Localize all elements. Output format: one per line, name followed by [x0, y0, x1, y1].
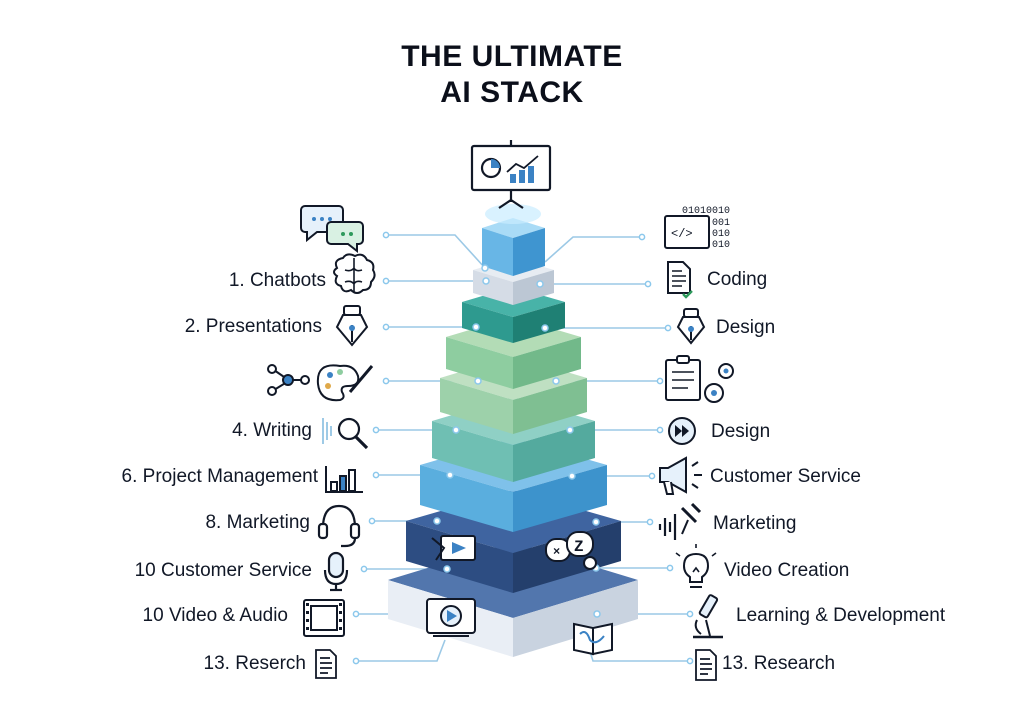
network-palette-icon: [267, 364, 374, 402]
microphone-icon: [323, 551, 349, 592]
label-writing: 4. Writing: [232, 420, 312, 441]
megaphone-icon: [659, 456, 702, 495]
tier-1: [482, 218, 545, 276]
label-video-audio: 10 Video & Audio: [142, 605, 288, 626]
svg-text:</>: </>: [671, 227, 693, 241]
headset-icon: [317, 504, 361, 548]
binary-text-3: 010: [712, 229, 730, 240]
label-coding: Coding: [707, 269, 768, 290]
pen-nib-icon: [335, 305, 369, 347]
label-video-creation: Video Creation: [724, 560, 850, 581]
label-research-left: 13. Reserch: [203, 653, 306, 674]
label-customer-service-right: Customer Service: [710, 466, 861, 487]
binary-text-4: 010: [712, 240, 730, 251]
title-line-2: AI STACK: [440, 76, 584, 109]
pen-nib-icon-right: [676, 308, 706, 345]
binary-code-icon: </> 01010010 001 010 010: [664, 206, 730, 251]
presentation-board-icon: [470, 140, 552, 209]
film-strip-icon: [303, 599, 345, 637]
label-marketing: 8. Marketing: [205, 512, 310, 533]
label-marketing-right: Marketing: [713, 513, 797, 534]
bar-chart-icon: [325, 466, 363, 493]
title-line-1: THE ULTIMATE: [401, 40, 623, 73]
label-research-right: 13. Research: [722, 653, 836, 674]
label-chatbots: 1. Chatbots: [228, 270, 326, 291]
label-design-1: Design: [716, 317, 776, 338]
connector-nodes: [352, 231, 694, 665]
svg-text:×: ×: [553, 545, 560, 559]
label-project-management: 6. Project Management: [121, 466, 318, 487]
sleep-chat-icon: × Z: [545, 531, 597, 570]
svg-text:Z: Z: [574, 538, 584, 556]
lightbulb-icon: [675, 544, 717, 588]
play-screen-icon: [426, 598, 476, 637]
file-icon: [667, 261, 693, 299]
label-design-2: Design: [711, 421, 771, 442]
label-customer-service: 10 Customer Service: [134, 560, 312, 581]
label-presentations: 2. Presentations: [184, 316, 322, 337]
binary-text-2: 001: [712, 218, 730, 229]
video-clip-icon: [431, 535, 476, 561]
chat-bubbles-icon: [300, 205, 364, 254]
document-icon-left: [315, 649, 337, 679]
microscope-icon: [693, 594, 723, 639]
fast-forward-icon: [668, 417, 696, 445]
clipboard-gears-icon: [665, 355, 734, 403]
open-book-icon: [573, 622, 613, 656]
brain-icon: [333, 253, 376, 294]
document-icon-right: [695, 649, 717, 681]
magnifier-icon: [322, 417, 369, 450]
sound-wave-icon: [658, 502, 702, 540]
binary-text-1: 01010010: [682, 206, 730, 217]
label-learning-development: Learning & Development: [736, 605, 946, 626]
